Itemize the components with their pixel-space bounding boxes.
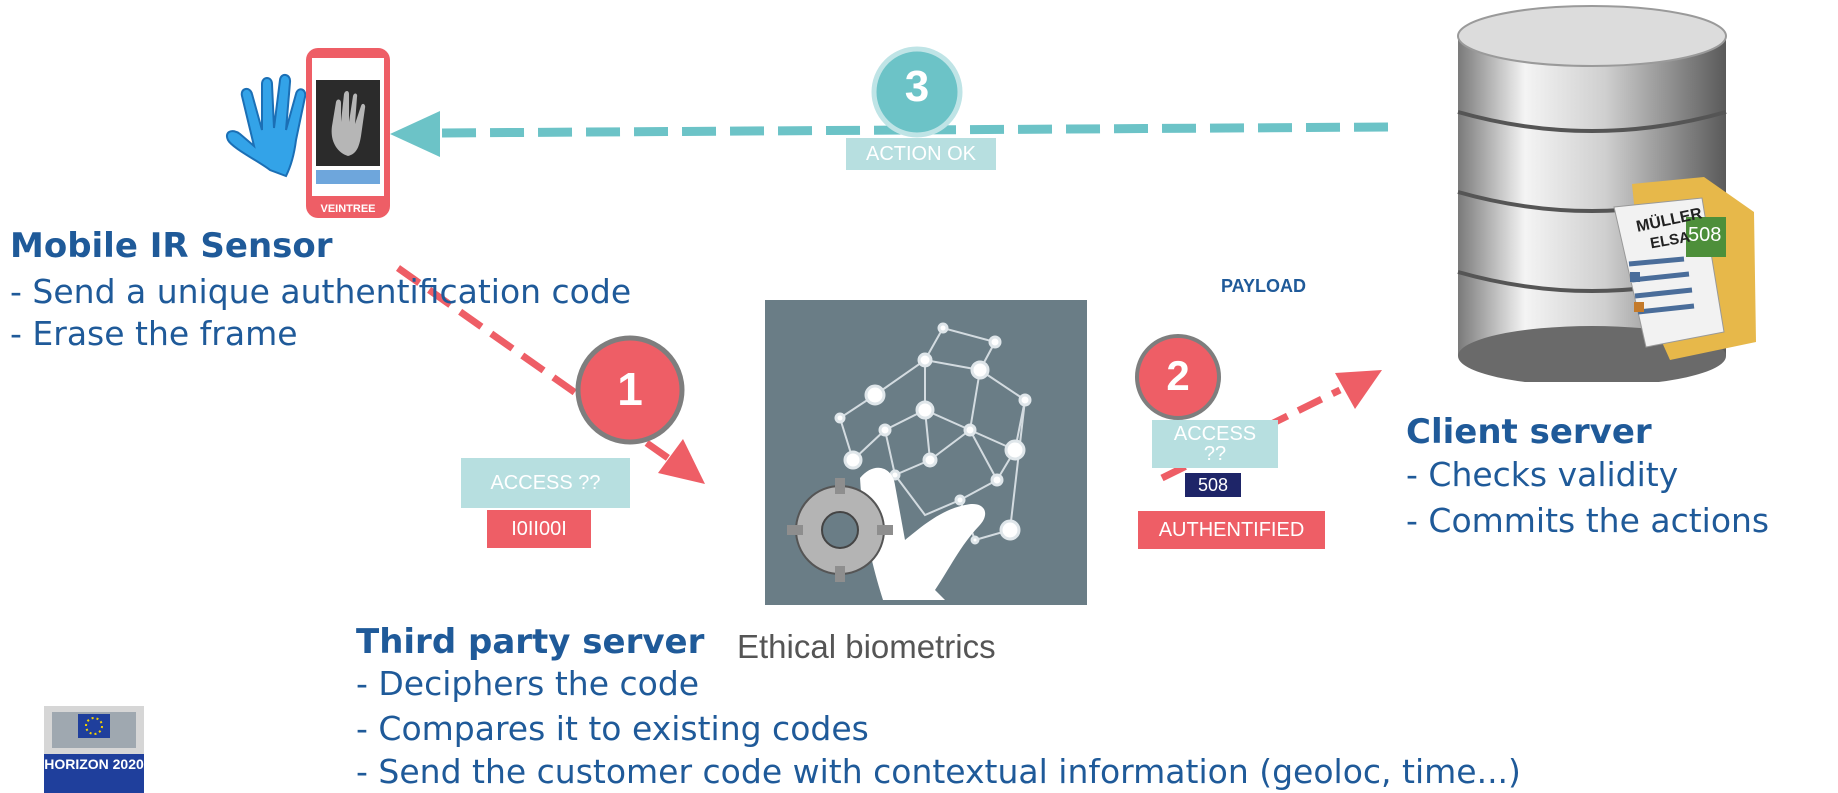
phone-icon: [306, 48, 390, 218]
step2-id-label: 508: [1185, 473, 1241, 497]
step3-arrow: [390, 111, 1389, 157]
client-folder-icon: [1613, 177, 1756, 360]
mobile-sensor-illustration: [226, 48, 390, 218]
client-line-1: - Checks validity: [1406, 455, 1679, 494]
third-party-title: Third party server: [356, 622, 705, 662]
client-line-2: - Commits the actions: [1406, 501, 1770, 540]
horizon-logo-text: HORIZON 2020: [44, 756, 144, 772]
step2-circle: [1135, 334, 1221, 420]
authentified-label: AUTHENTIFIED: [1138, 511, 1325, 549]
action-ok-label: ACTION OK: [846, 138, 996, 170]
phone-brand-label: VEINTREE: [320, 203, 376, 215]
step3-circle: [871, 46, 963, 138]
step1-circle: [575, 335, 685, 445]
client-title: Client server: [1406, 412, 1652, 452]
third-party-line-2: - Compares it to existing codes: [356, 709, 869, 748]
mobile-line-2: - Erase the frame: [10, 314, 298, 353]
step2-number: 2: [1166, 352, 1190, 399]
step1-code-label: I0II00I: [487, 510, 591, 548]
database-icon: [1457, 5, 1756, 382]
horizon-2020-logo: [44, 706, 144, 793]
mobile-title: Mobile IR Sensor: [10, 226, 333, 266]
step1-access-label: ACCESS ??: [461, 458, 630, 508]
ethical-biometrics-text: Ethical biometrics: [737, 628, 996, 665]
ethical-biometrics-logo: [765, 300, 1087, 605]
folder-number: 508: [1688, 224, 1722, 246]
step3-number: 3: [904, 62, 930, 111]
hand-icon: [226, 74, 307, 178]
third-party-line-1: - Deciphers the code: [356, 664, 700, 703]
mobile-line-1: - Send a unique authentification code: [10, 272, 632, 311]
step2-access-label: ACCESS ??: [1152, 420, 1278, 468]
third-party-line-3: - Send the customer code with contextual…: [356, 752, 1521, 791]
payload-label: PAYLOAD: [1221, 276, 1307, 296]
step1-number: 1: [617, 363, 643, 415]
